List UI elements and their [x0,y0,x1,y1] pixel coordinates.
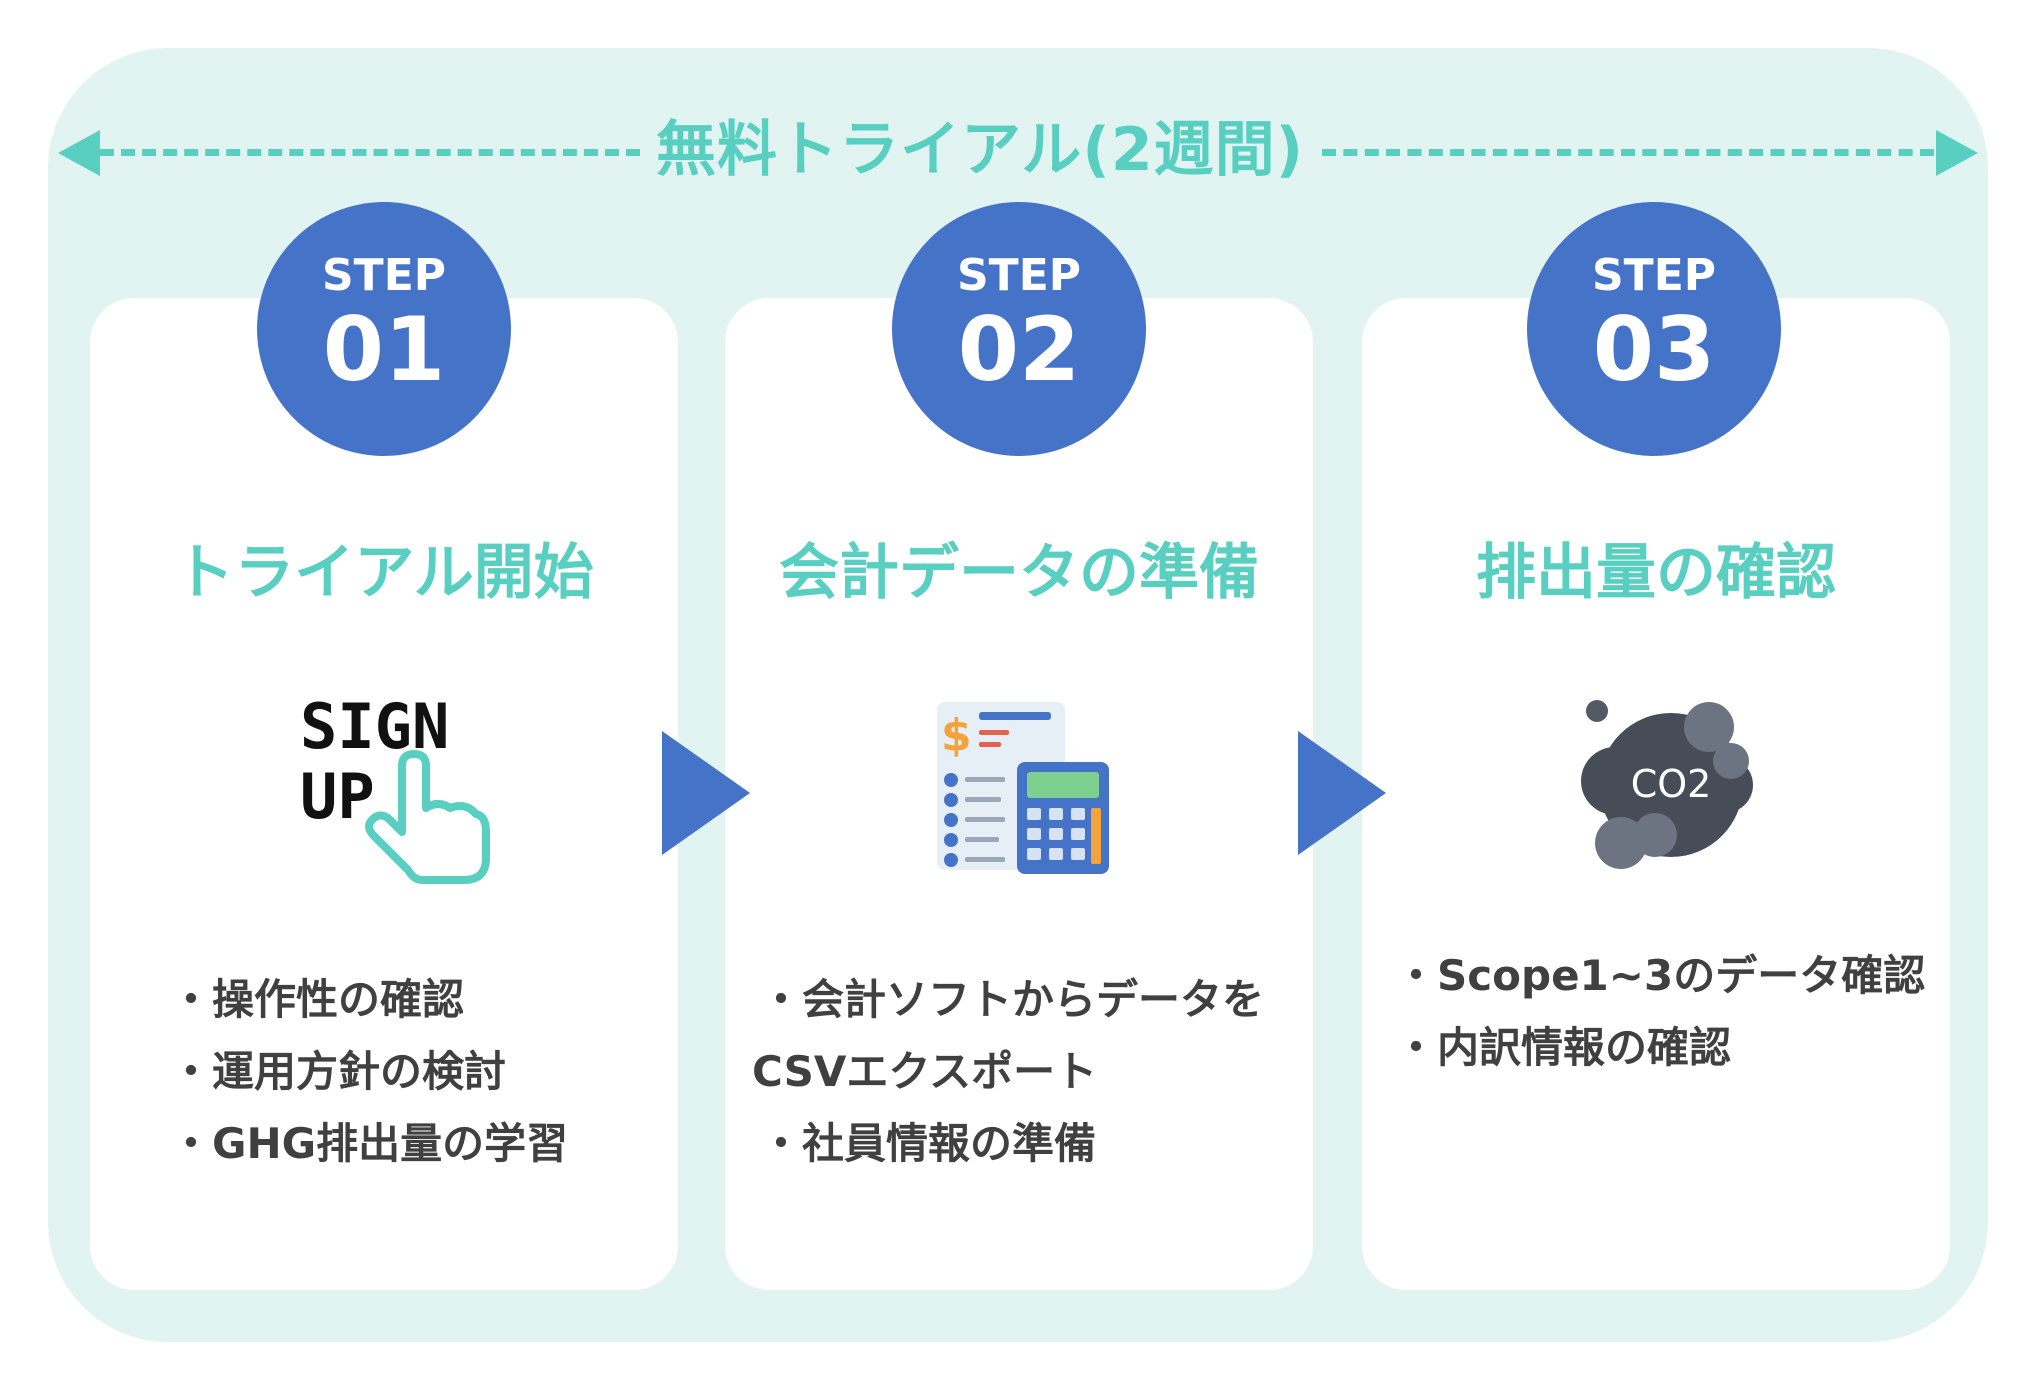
step-title-2: 会計データの準備 [779,538,1259,608]
dollar-sign: $ [941,710,972,761]
dashed-line-left [100,149,640,156]
step-number: 02 [957,298,1081,401]
list-item: ・社員情報の準備 [760,1119,1097,1168]
step-badge-3: STEP 03 [1527,202,1781,456]
sign-text: SIGN [300,690,449,763]
trial-period-title: 無料トライアル(2週間) [656,115,1304,185]
accounting-calculator-icon: $ [937,702,1109,874]
step-label: STEP [956,250,1081,301]
step-label: STEP [321,250,446,301]
list-item: ・運用方針の検討 [170,1047,507,1096]
step-title-1: トライアル開始 [174,538,594,608]
step-number: 03 [1592,298,1716,401]
step-3-bullets: ・Scope1~3のデータ確認 ・内訳情報の確認 [1395,940,1925,1084]
list-item: ・内訳情報の確認 [1395,1023,1732,1072]
co2-label: CO2 [1631,762,1712,806]
sign-up-hand-icon: SIGN UP [300,690,490,884]
step-number: 01 [322,298,446,401]
co2-cloud-icon: CO2 [1581,700,1753,869]
step-badge-1: STEP 01 [257,202,511,456]
next-step-arrow-icon [662,731,750,855]
step-badge-2: STEP 02 [892,202,1146,456]
step-title-3: 排出量の確認 [1476,538,1836,608]
step-label: STEP [1591,250,1716,301]
next-step-arrow-icon [1298,731,1386,855]
dashed-line-right [1322,149,1934,156]
list-item: ・Scope1~3のデータ確認 [1395,951,1926,1000]
arrow-right-icon [1936,130,1978,176]
step-card-1 [90,298,678,1290]
step-2-bullets: ・会計ソフトからデータを CSVエクスポート ・社員情報の準備 [752,964,1264,1180]
list-item: ・操作性の確認 [170,975,465,1024]
list-item: CSVエクスポート [752,1047,1098,1096]
up-text: UP [300,760,375,833]
list-item: ・会計ソフトからデータを [760,975,1265,1024]
list-item: ・GHG排出量の学習 [170,1119,569,1168]
arrow-left-icon [58,130,100,176]
step-1-bullets: ・操作性の確認 ・運用方針の検討 ・GHG排出量の学習 [170,964,568,1180]
